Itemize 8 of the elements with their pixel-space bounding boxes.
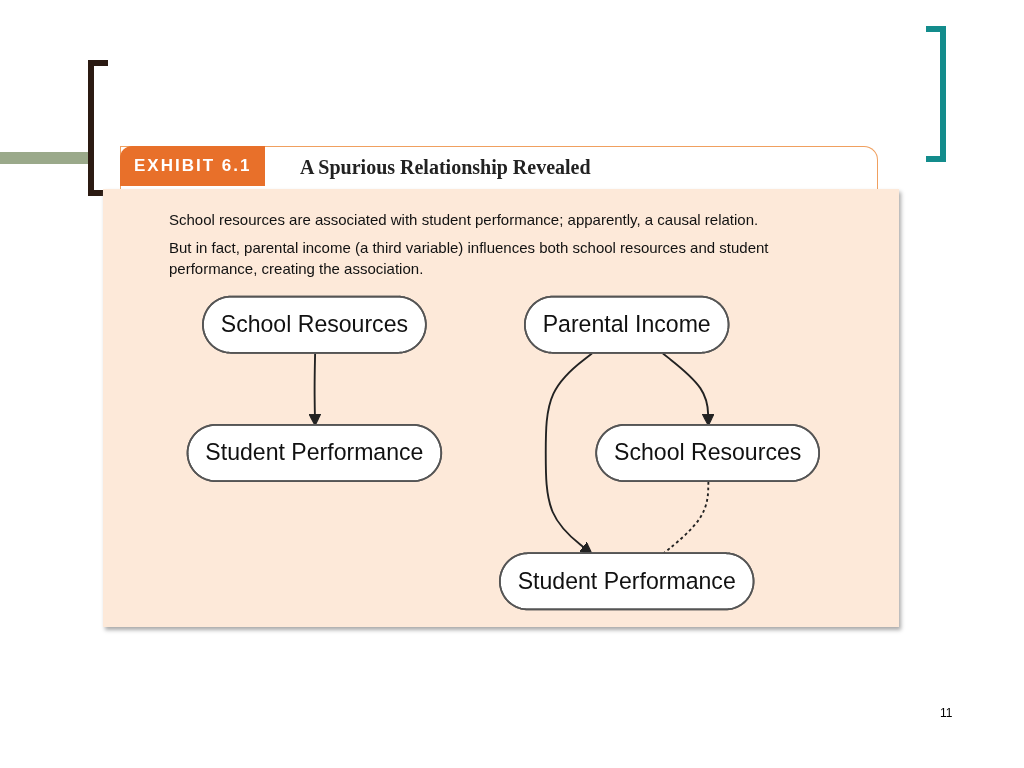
description-text: But in fact, parental income (a third variable) influences both school resources and student performance, creating the association.	[169, 238, 770, 279]
exhibit-panel: School resources are associated with student performance; apparently, a causal relation. But in fact, parental income (a third variable) influences both school resources and student performance, creating the association. School Resources Student Performance Parental Income School Resources Student Performance	[103, 189, 899, 627]
slide-number: 11	[940, 706, 953, 720]
exhibit-tab: EXHIBIT 6.1	[120, 146, 266, 186]
arrow	[544, 352, 593, 555]
title: A Spurious Relationship Revealed	[300, 156, 591, 179]
description-text: School resources are associated with student performance; apparently, a causal relation.	[169, 210, 760, 230]
connector	[661, 480, 709, 555]
